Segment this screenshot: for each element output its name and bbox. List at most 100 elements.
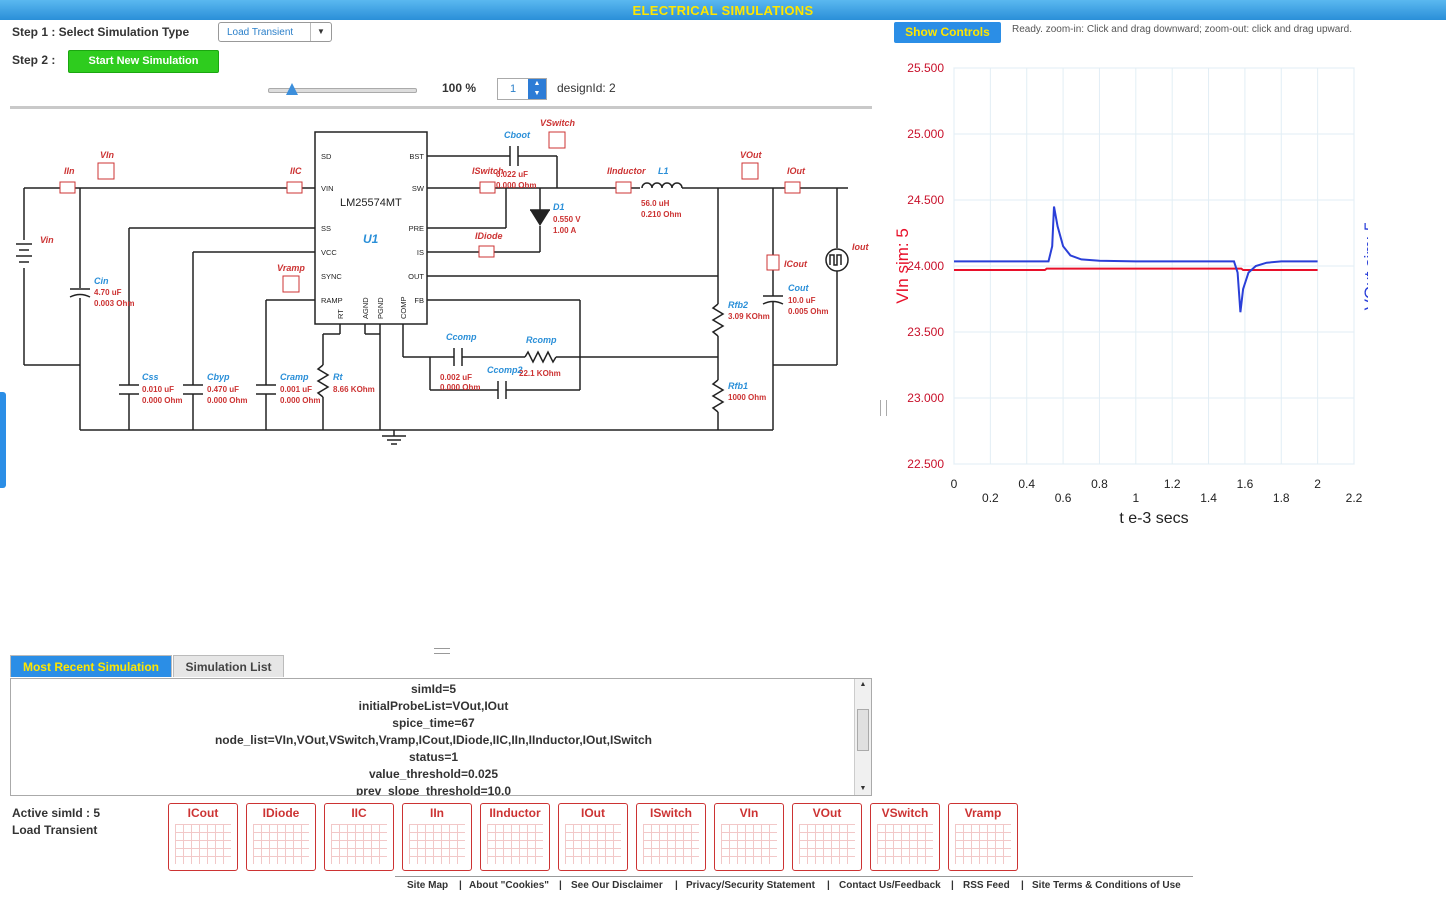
component-value: 0.010 uF [142, 385, 174, 394]
step2-label: Step 2 : [12, 53, 56, 67]
log-line: status=1 [408, 750, 459, 764]
probe-label: ISwitch [472, 166, 504, 176]
probe-label: IInductor [607, 166, 646, 176]
footer-link-site-map[interactable]: Site Map [407, 880, 449, 891]
simulation-type-value: Load Transient [227, 27, 294, 38]
y-tick-left: 25.000 [907, 127, 944, 141]
simulation-chart[interactable]: 25.50025.00024.50024.00023.50023.00022.5… [888, 50, 1368, 540]
component-value: 0.470 uF [207, 385, 239, 394]
x-tick: 0 [951, 477, 958, 491]
probe-button-label: VIn [739, 806, 759, 820]
probe-button-label: IIC [351, 806, 367, 820]
component-value: 0.000 Ohm [280, 396, 320, 405]
component-value: 10.0 uF [788, 296, 816, 305]
component-ref: Rfb1 [728, 381, 748, 391]
probe-button-iinductor[interactable]: IInductor [480, 803, 550, 871]
side-collapse-tab[interactable] [0, 392, 6, 488]
footer-link-rss[interactable]: RSS Feed [963, 880, 1010, 891]
mini-plot-icon [799, 824, 855, 864]
probe-button-label: IInductor [489, 806, 541, 820]
component-value: 3.09 KOhm [728, 312, 770, 321]
component-ref: Rcomp [526, 335, 557, 345]
component-ref: Cramp [280, 372, 309, 382]
y-tick-left: 23.500 [907, 325, 944, 339]
probe-label: VIn [100, 150, 115, 160]
zoom-slider-track[interactable] [268, 88, 417, 93]
footer-link-contact[interactable]: Contact Us/Feedback [839, 880, 941, 891]
page-spinner-value[interactable]: 1 [510, 83, 517, 95]
series-line-vin [954, 267, 1318, 271]
probe-button-iout[interactable]: IOut [558, 803, 628, 871]
component-value: 0.550 V [553, 215, 581, 224]
mini-plot-icon [877, 824, 933, 864]
probe-markers[interactable] [59, 131, 801, 293]
ic-ref: U1 [363, 232, 379, 246]
probe-button-idiode[interactable]: IDiode [246, 803, 316, 871]
probe-button-icout[interactable]: ICout [168, 803, 238, 871]
scrollbar-thumb[interactable] [857, 709, 869, 751]
x-tick: 0.8 [1091, 477, 1108, 491]
probe-button-label: ICout [187, 806, 219, 820]
probe-button-label: Vramp [964, 806, 1002, 820]
page-spinner[interactable]: 1 ▲▼ [497, 78, 547, 100]
active-sim-type: Load Transient [12, 823, 98, 837]
scroll-down-icon[interactable]: ▼ [859, 785, 867, 792]
tab-simulation-list[interactable]: Simulation List [173, 655, 284, 677]
ic-pin: AGND [361, 297, 370, 319]
component-value: 0.022 uF [496, 170, 528, 179]
x-tick: 0.4 [1018, 477, 1035, 491]
component-labels: Vin Cin Cboot D1 L1 Iout Cout Rfb2 Rfb1 … [40, 130, 869, 405]
probe-label: IDiode [475, 231, 503, 241]
ic-name: LM25574MT [340, 197, 402, 209]
panel-resize-grip[interactable] [434, 648, 450, 654]
log-scrollbar[interactable]: ▲ ▼ [854, 679, 871, 795]
scroll-up-icon[interactable]: ▲ [859, 681, 867, 688]
footer-separator: | [675, 880, 678, 891]
probe-button-vramp[interactable]: Vramp [948, 803, 1018, 871]
probe-button-vswitch[interactable]: VSwitch [870, 803, 940, 871]
component-ref: Rt [333, 372, 343, 382]
probe-button-vout[interactable]: VOut [792, 803, 862, 871]
mini-plot-icon [955, 824, 1011, 864]
ic-pin: FB [414, 296, 424, 305]
component-ref: Iout [852, 242, 869, 252]
probe-button-label: VSwitch [881, 806, 929, 820]
probe-button-iin[interactable]: IIn [402, 803, 472, 871]
chevron-down-icon[interactable]: ▼ [310, 23, 331, 41]
probe-button-label: VOut [812, 806, 842, 820]
component-ref: Cbyp [207, 372, 230, 382]
component-value: 0.002 uF [440, 373, 472, 382]
probe-label: IIn [64, 166, 75, 176]
probe-button-iic[interactable]: IIC [324, 803, 394, 871]
ic-pin: RT [336, 309, 345, 319]
tab-most-recent-simulation[interactable]: Most Recent Simulation [10, 655, 172, 677]
mini-plot-icon [643, 824, 699, 864]
component-value: 0.003 Ohm [94, 299, 134, 308]
ic-pin: PRE [409, 224, 424, 233]
active-simulation-info: Active simId : 5 Load Transient [12, 805, 100, 839]
simulation-type-select[interactable]: Load Transient ▼ [218, 22, 332, 42]
simulation-log[interactable]: simId=5 initialProbeList=VOut,IOut spice… [10, 678, 872, 796]
mini-plot-icon [721, 824, 777, 864]
footer-link-privacy[interactable]: Privacy/Security Statement [686, 880, 815, 891]
probe-button-vin[interactable]: VIn [714, 803, 784, 871]
footer-link-terms[interactable]: Site Terms & Conditions of Use [1032, 880, 1181, 891]
mini-plot-icon [253, 824, 309, 864]
show-controls-button[interactable]: Show Controls [894, 22, 1001, 43]
ic-pin: BST [409, 152, 424, 161]
footer-link-cookies[interactable]: About "Cookies" [469, 880, 550, 891]
ic-pin: SS [321, 224, 331, 233]
x-tick: 0.6 [1055, 491, 1072, 505]
footer-link-disclaimer[interactable]: See Our Disclaimer [571, 880, 663, 891]
zoom-slider-handle[interactable] [286, 83, 298, 95]
x-axis-label: t e-3 secs [1119, 510, 1188, 527]
start-new-simulation-button[interactable]: Start New Simulation [68, 50, 219, 73]
log-line: prev_slope_threshold=10.0 [355, 784, 512, 796]
component-value: 56.0 uH [641, 199, 670, 208]
probe-button-iswitch[interactable]: ISwitch [636, 803, 706, 871]
spinner-arrows-icon[interactable]: ▲▼ [528, 79, 546, 99]
panel-splitter[interactable] [880, 400, 887, 416]
component-value: 0.000 Ohm [142, 396, 182, 405]
log-line: simId=5 [410, 682, 457, 696]
probe-label: IIC [290, 166, 302, 176]
